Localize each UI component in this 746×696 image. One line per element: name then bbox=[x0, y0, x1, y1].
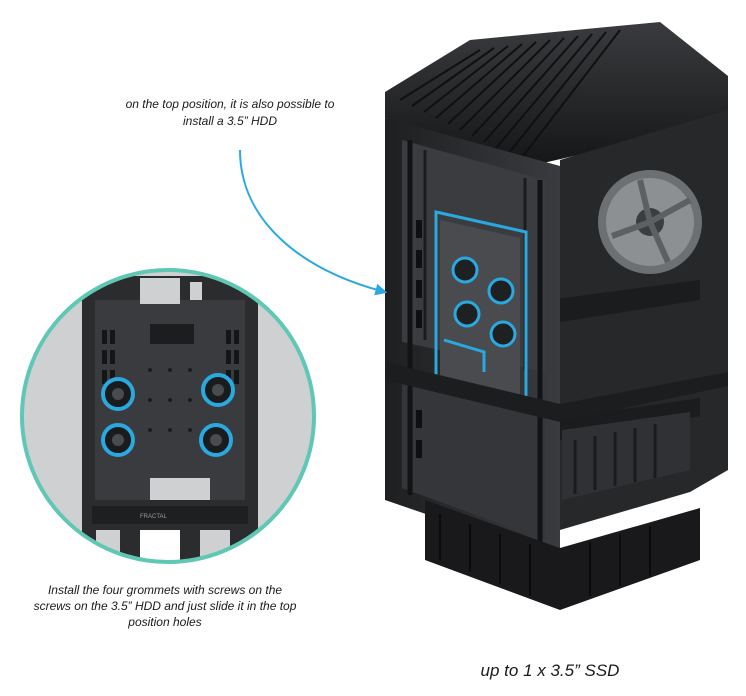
case-base bbox=[425, 500, 700, 610]
zoom-grommets bbox=[101, 373, 235, 457]
hdd-mount-plate bbox=[440, 220, 520, 398]
curved-arrow-icon bbox=[239, 149, 388, 296]
top-position-note: on the top position, it is also possible… bbox=[125, 97, 335, 128]
pc-case bbox=[385, 22, 728, 610]
case-grommet-holes bbox=[451, 256, 517, 348]
zoom-detail: FRACTAL bbox=[20, 268, 316, 564]
zoom-brand-label: FRACTAL bbox=[140, 514, 168, 520]
case-fan bbox=[598, 170, 702, 274]
zoom-ring bbox=[20, 268, 316, 564]
case-top-panel bbox=[385, 22, 728, 166]
installation-note: Install the four grommets with screws on… bbox=[33, 583, 297, 629]
capacity-label: up to 1 x 3.5” SSD bbox=[480, 661, 620, 680]
